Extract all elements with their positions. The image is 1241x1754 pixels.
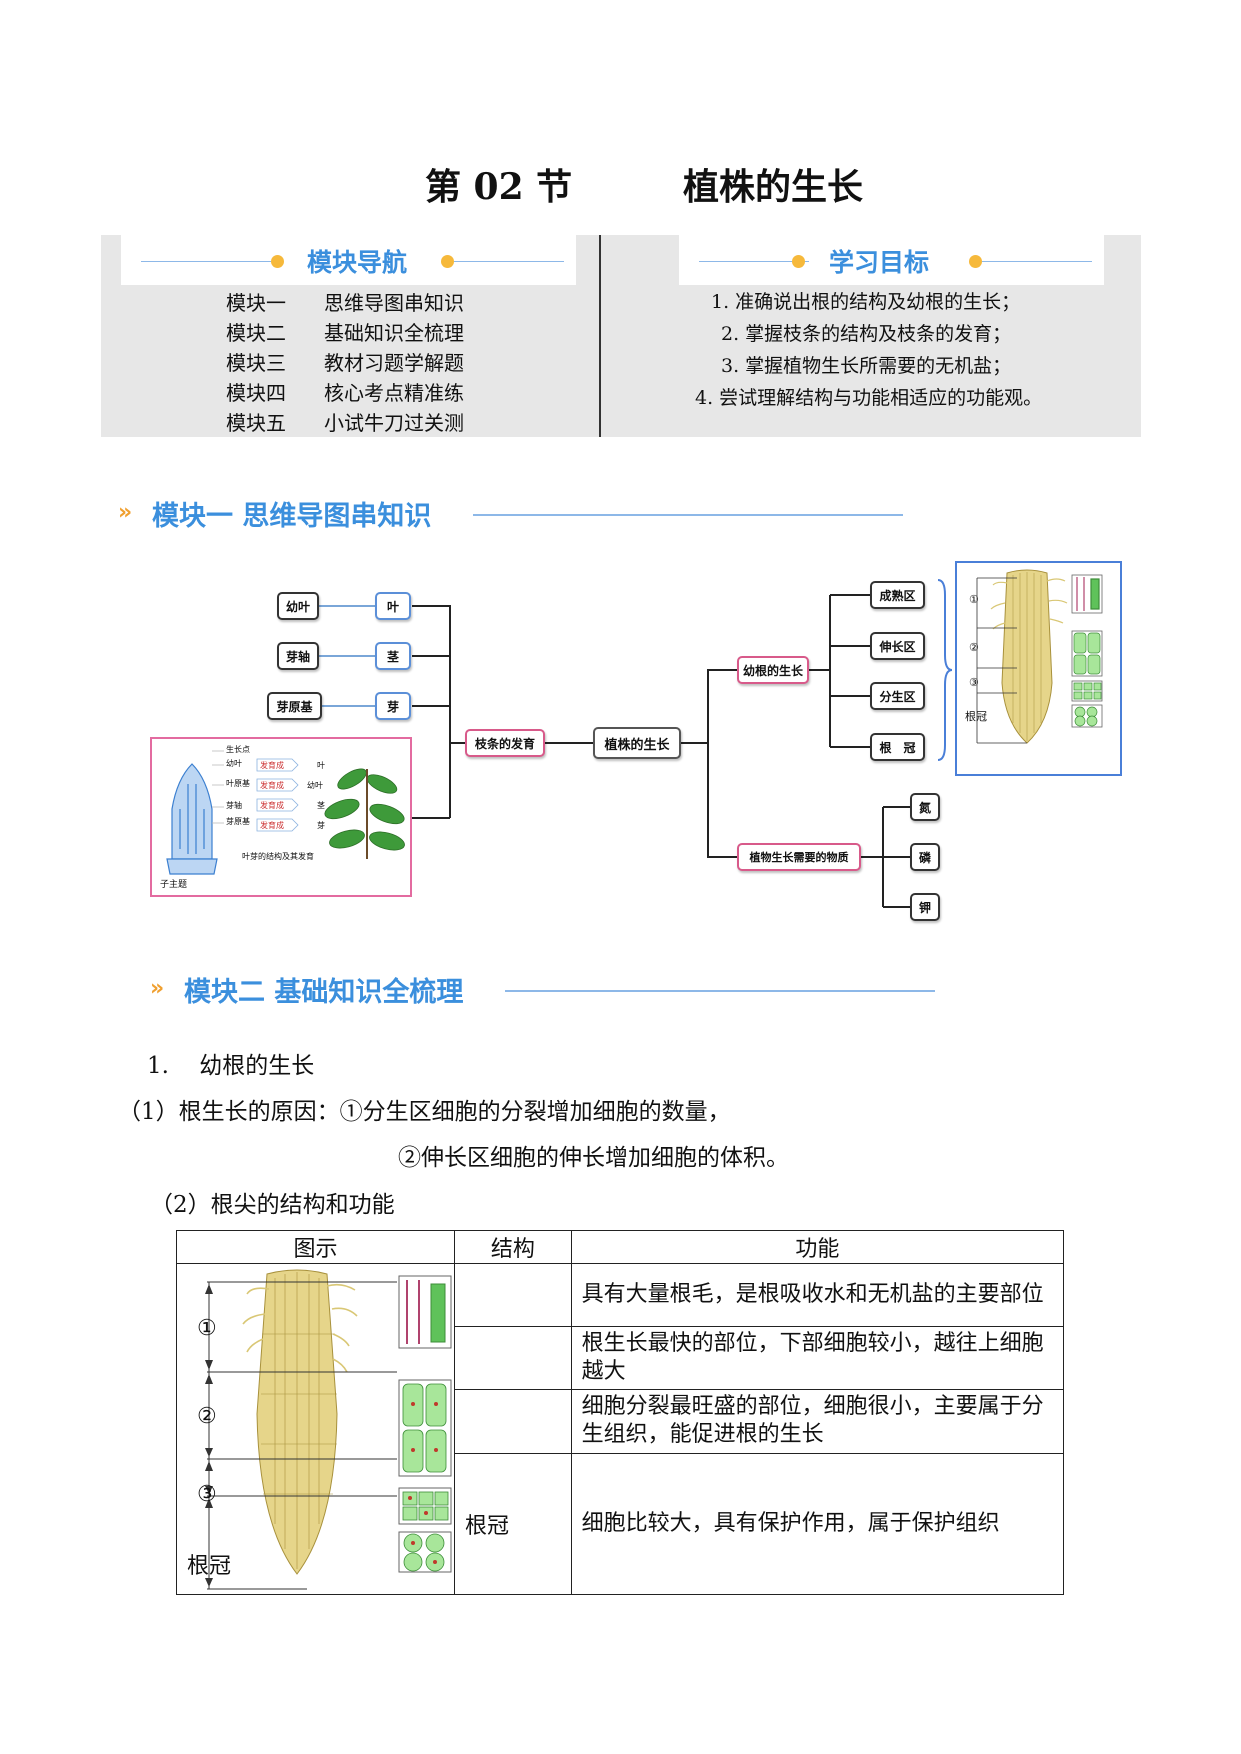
panel-divider [599,235,601,437]
heading-young-root: 1. 幼根的生长 [147,1053,315,1079]
zone-label-cap: 根冠 [965,710,987,723]
figure-label-3: ③ [197,1482,217,1507]
nav-heading: 模块导航 [307,248,408,277]
root-tip-diagram [976,569,1103,744]
result-stem: 茎 [317,801,325,810]
bud-caption: 叶芽的结构及其发育 [242,852,314,861]
node-yazhou: 芽轴 [277,642,319,670]
arrow-develop: 发育成 [260,781,284,790]
node-ya: 芽 [375,692,411,720]
goals-heading-bar: 学习目标 [679,235,1104,285]
function-cell: 具有大量根毛，是根吸收水和无机盐的主要部位 [570,1262,1065,1328]
node-young-root-growth: 幼根的生长 [737,656,809,684]
label-leaf-primordium: 叶原基 [226,779,250,788]
label-bud-primordium: 芽原基 [226,817,250,826]
subtopic-tag: 子主题 [160,880,188,890]
label-bud-axis: 芽轴 [226,801,242,810]
root-tip-panel: ① ② ③ 根冠 [955,561,1122,776]
structure-cell: 根冠 [454,1452,572,1596]
node-ye: 叶 [375,592,411,620]
section1-header: » 模块一 思维导图串知识 [118,494,903,534]
structure-cell [454,1389,572,1454]
node-nutrients: 植物生长需要的物质 [737,843,861,871]
node-youye: 幼叶 [277,592,319,620]
nav-item[interactable]: 模块二基础知识全梳理 [226,321,464,345]
lesson-name: 植株的生长 [683,166,864,208]
root-tip-figure-cell: ① ② ③ 根冠 [176,1263,455,1595]
goal-item: 1. 准确说出根的结构及幼根的生长； [711,291,1021,313]
node-jing: 茎 [375,642,411,670]
dot-icon [441,255,454,268]
page-title: 第 02 节 植株的生长 [0,158,1241,208]
zone-label-3: ③ [969,676,979,689]
goal-item: 2. 掌握枝条的结构及枝条的发育； [721,323,1012,345]
col-header-diagram: 图示 [176,1230,455,1264]
section1-title: 模块一 思维导图串知识 [152,501,432,532]
leaf-bud-diagram [166,750,405,875]
dot-icon [969,255,982,268]
nav-item[interactable]: 模块五小试牛刀过关测 [226,411,464,435]
nav-heading-bar: 模块导航 [121,235,576,285]
nav-item[interactable]: 模块四核心考点精准练 [226,381,464,405]
goals-heading: 学习目标 [829,248,930,277]
col-header-structure: 结构 [454,1230,572,1264]
zone-label-2: ② [969,641,979,654]
node-nitrogen: 氮 [910,793,940,821]
result-young-leaf: 幼叶 [307,781,323,790]
col-header-function: 功能 [570,1230,1065,1264]
arrow-develop: 发育成 [260,761,284,770]
structure-cell [454,1326,572,1391]
dot-icon [792,255,805,268]
heading-root-tip: （2）根尖的结构和功能 [150,1192,395,1218]
mind-map: 幼叶 芽轴 芽原基 叶 茎 芽 [140,555,1130,935]
function-cell: 根生长最快的部位，下部细胞较小，越往上细胞越大 [570,1326,1065,1391]
section2-title: 模块二 基础知识全梳理 [184,977,464,1008]
figure-label-cap: 根冠 [187,1554,232,1579]
root-tip-figure [205,1269,452,1590]
overview-panel: 模块导航 模块一思维导图串知识 模块二基础知识全梳理 模块三教材习题学解题 模块… [101,235,1141,437]
zone-label-1: ① [969,593,979,606]
node-zone-meristem: 分生区 [870,682,925,710]
node-zone-elongation: 伸长区 [870,632,925,660]
function-cell: 细胞分裂最旺盛的部位，细胞很小，主要属于分生组织，能促进根的生长 [570,1389,1065,1454]
dot-icon [271,255,284,268]
node-potassium: 钾 [910,893,940,921]
figure-label-1: ① [197,1316,217,1341]
paragraph-reason-2: ②伸长区细胞的伸长增加细胞的体积。 [398,1145,789,1171]
section2-header: » 模块二 基础知识全梳理 [150,970,935,1010]
result-leaf: 叶 [317,761,325,770]
node-yayuanji: 芽原基 [267,692,322,720]
figure-label-2: ② [197,1404,217,1429]
nav-item[interactable]: 模块一思维导图串知识 [226,291,464,315]
label-young-leaf: 幼叶 [226,759,242,768]
section-number: 第 02 节 [425,166,573,208]
arrow-develop: 发育成 [260,801,284,810]
structure-cell [454,1262,572,1328]
bud-subtopic-panel: 生长点 幼叶 叶原基 芽轴 芽原基 发育成 发育成 发育成 发育成 叶 幼叶 茎… [150,737,412,897]
mind-map-connectors [297,579,953,908]
double-chevron-icon: » [150,976,165,1001]
arrow-develop: 发育成 [260,821,284,830]
function-cell: 细胞比较大，具有保护作用，属于保护组织 [570,1452,1065,1596]
node-zone-mature: 成熟区 [870,581,925,609]
label-growth-point: 生长点 [226,745,250,754]
double-chevron-icon: » [118,500,133,525]
node-zone-rootcap: 根 冠 [870,733,925,761]
node-phosphorus: 磷 [910,843,940,871]
result-bud: 芽 [317,821,325,830]
nav-item[interactable]: 模块三教材习题学解题 [226,351,464,375]
root-tip-table: 图示 结构 功能 [176,1230,1065,1596]
goal-item: 3. 掌握植物生长所需要的无机盐； [721,355,1012,377]
goal-item: 4. 尝试理解结构与功能相适应的功能观。 [695,387,1043,409]
node-root: 植株的生长 [593,727,681,759]
node-branch-development: 枝条的发育 [465,729,545,757]
paragraph-reason: （1）根生长的原因：①分生区细胞的分裂增加细胞的数量， [118,1099,731,1125]
